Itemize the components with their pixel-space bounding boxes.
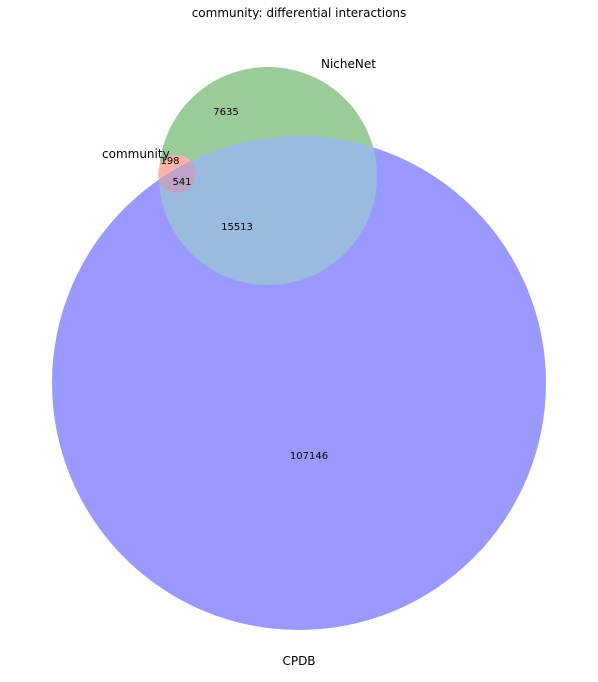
count-nichenet-cpdb: 15513 — [221, 222, 253, 233]
count-all-three: 541 — [172, 177, 191, 188]
count-nichenet-only: 7635 — [213, 107, 238, 118]
cpdb-circle — [52, 136, 546, 630]
nichenet-cpdb-overlap — [159, 136, 377, 285]
chart-title: community: differential interactions — [192, 6, 407, 20]
set-label-cpdb: CPDB — [282, 654, 315, 668]
count-cpdb-only: 107146 — [290, 451, 328, 462]
count-community-cpdb: 198 — [160, 156, 179, 167]
set-label-nichenet: NicheNet — [321, 57, 376, 71]
set-label-community: community — [102, 147, 170, 161]
